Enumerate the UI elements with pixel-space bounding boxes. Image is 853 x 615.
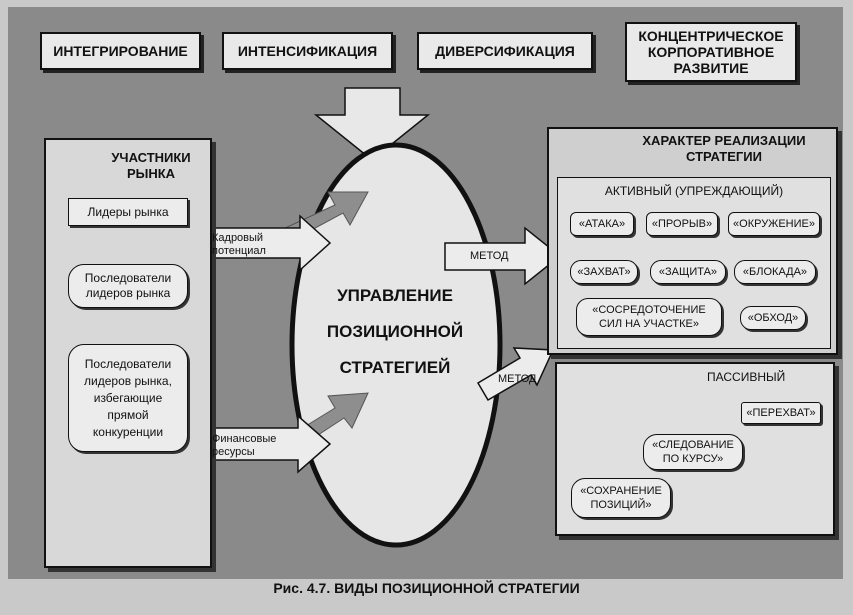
center-title: УПРАВЛЕНИЕ ПОЗИЦИОННОЙ СТРАТЕГИЕЙ bbox=[326, 286, 464, 377]
attack-tag: «АТАКА» bbox=[570, 212, 634, 236]
interception-tag: «ПЕРЕХВАТ» bbox=[741, 402, 821, 424]
bypass-tag: «ОБХОД» bbox=[740, 306, 806, 330]
market-participants-title: УЧАСТНИКИ РЫНКА bbox=[111, 150, 191, 181]
top-box-concentric-development: КОНЦЕНТРИЧЕСКОЕ КОРПОРАТИВНОЕ РАЗВИТИЕ bbox=[625, 22, 797, 82]
encirclement-tag: «ОКРУЖЕНИЕ» bbox=[728, 212, 820, 236]
market-participants-panel: УЧАСТНИКИ РЫНКА Лидеры рынка Последовате… bbox=[44, 138, 212, 568]
passive-subpanel: ПАССИВНЫЙ «ПЕРЕХВАТ» «СЛЕДОВАНИЕ ПО КУРС… bbox=[555, 362, 835, 536]
implementation-character-title: ХАРАКТЕР РЕАЛИЗАЦИИ СТРАТЕГИИ bbox=[642, 133, 806, 164]
input-arrow-lower-icon bbox=[204, 414, 332, 474]
active-label: АКТИВНЫЙ (УПРЕЖДАЮЩИЙ) bbox=[604, 184, 784, 198]
implementation-character-panel: ХАРАКТЕР РЕАЛИЗАЦИИ СТРАТЕГИИ АКТИВНЫЙ (… bbox=[547, 127, 838, 355]
defense-tag: «ЗАЩИТА» bbox=[650, 260, 726, 284]
top-box-integration: ИНТЕГРИРОВАНИЕ bbox=[40, 32, 201, 70]
down-arrow-icon bbox=[313, 87, 431, 161]
personnel-potential-label: Кадровый потенциал bbox=[212, 232, 266, 257]
top-box-intensification: ИНТЕНСИФИКАЦИЯ bbox=[222, 32, 393, 70]
method-arrow-upper-icon bbox=[444, 226, 562, 286]
method-label-upper: МЕТОД bbox=[470, 250, 509, 262]
leaders-followers-box: Последователи лидеров рынка bbox=[68, 264, 188, 308]
figure-caption: Рис. 4.7. ВИДЫ ПОЗИЦИОННОЙ СТРАТЕГИИ bbox=[273, 580, 580, 596]
blockade-tag: «БЛОКАДА» bbox=[734, 260, 816, 284]
active-subpanel: АКТИВНЫЙ (УПРЕЖДАЮЩИЙ) «АТАКА» «ПРОРЫВ» … bbox=[557, 177, 831, 349]
keeping-positions-tag: «СОХРАНЕНИЕ ПОЗИЦИЙ» bbox=[571, 478, 671, 518]
breakthrough-tag: «ПРОРЫВ» bbox=[646, 212, 718, 236]
method-label-lower: МЕТОД bbox=[498, 373, 537, 385]
following-course-tag: «СЛЕДОВАНИЕ ПО КУРСУ» bbox=[643, 434, 743, 470]
passive-label: ПАССИВНЫЙ bbox=[707, 370, 786, 384]
input-arrow-upper-icon bbox=[204, 214, 332, 272]
top-box-diversification: ДИВЕРСИФИКАЦИЯ bbox=[417, 32, 593, 70]
method-arrow-lower-icon bbox=[476, 347, 555, 402]
market-leaders-box: Лидеры рынка bbox=[68, 198, 188, 226]
financial-resources-label: Финансовые ресурсы bbox=[212, 433, 277, 458]
capture-tag: «ЗАХВАТ» bbox=[570, 260, 638, 284]
concentration-tag: «СОСРЕДОТОЧЕНИЕ СИЛ НА УЧАСТКЕ» bbox=[576, 298, 722, 336]
followers-avoiding-competition-box: Последователи лидеров рынка, избегающие … bbox=[68, 344, 188, 452]
